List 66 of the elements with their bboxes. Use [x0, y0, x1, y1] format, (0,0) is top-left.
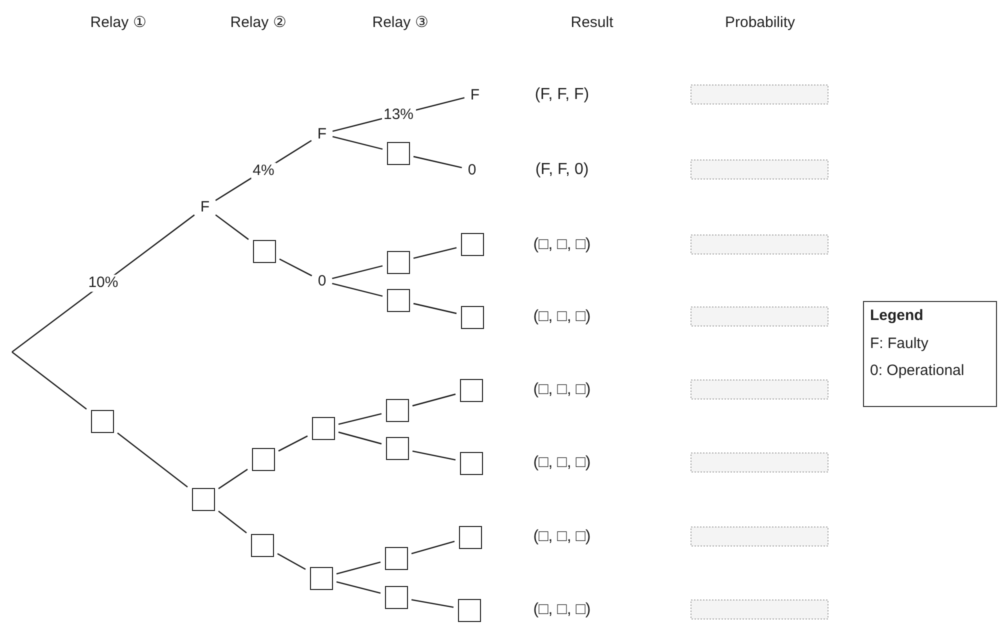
answer-box: [90, 410, 114, 432]
answer-box: [460, 378, 482, 402]
answer-box: [252, 240, 276, 262]
legend-title: Legend: [870, 308, 924, 324]
branch-line: [413, 302, 457, 314]
branch-line: [413, 247, 457, 259]
answer-box: [458, 526, 482, 548]
branch-line: [117, 432, 188, 488]
branch-line: [336, 562, 381, 574]
branch-line: [277, 553, 306, 570]
branch-line: [278, 435, 308, 452]
branch-label: F: [468, 86, 482, 104]
branch-line: [218, 510, 247, 534]
legend-entry: F: Faulty: [870, 336, 930, 352]
branch-label: 0: [316, 272, 328, 290]
answer-box: [250, 534, 274, 556]
result-tuple: (□, □, □): [533, 454, 591, 472]
result-tuple: (□, □, □): [533, 381, 591, 399]
column-header: Result: [570, 14, 614, 32]
answer-box: [386, 250, 410, 274]
answer-box: [386, 436, 408, 460]
branch-line: [12, 214, 195, 353]
answer-box: [460, 452, 482, 474]
column-header: Probability: [724, 14, 796, 32]
result-tuple: (□, □, □): [533, 236, 591, 254]
result-tuple: (□, □, □): [533, 308, 591, 326]
column-header: Relay ①: [90, 14, 146, 32]
branch-line: [413, 156, 462, 168]
result-tuple: (□, □, □): [533, 601, 591, 619]
branch-label: 0: [466, 162, 478, 178]
answer-box: [386, 398, 408, 422]
answer-box: [386, 288, 410, 312]
branch-line: [215, 214, 249, 240]
branch-line: [332, 265, 383, 280]
branch-line: [412, 394, 456, 406]
branch-line: [332, 282, 383, 297]
answer-box: [460, 232, 484, 256]
branch-line: [218, 468, 248, 490]
column-header: Relay ③: [372, 14, 428, 32]
result-tuple: (F, F, F): [534, 86, 590, 104]
branch-line: [338, 413, 382, 425]
branch-label: F: [315, 126, 329, 142]
branch-line: [12, 351, 87, 410]
branch-line: [411, 599, 454, 608]
result-tuple: (F, F, 0): [535, 161, 589, 179]
branch-line: [279, 258, 312, 276]
branch-line: [338, 432, 382, 444]
branch-line: [412, 450, 456, 460]
edge-label: 4%: [250, 162, 276, 179]
answer-box: [458, 598, 480, 622]
column-header: Relay ②: [230, 14, 286, 32]
answer-box: [460, 306, 484, 328]
answer-box: [386, 142, 410, 164]
answer-box: [312, 416, 334, 440]
answer-box: [192, 488, 214, 510]
answer-box: [310, 566, 332, 590]
branch-label: F: [198, 198, 212, 216]
legend-entry: 0: Operational: [870, 363, 966, 380]
branch-line: [411, 540, 455, 554]
result-tuple: (□, □, □): [533, 528, 591, 546]
branch-line: [332, 136, 383, 150]
answer-box: [384, 546, 408, 570]
answer-box: [252, 448, 274, 470]
branch-line: [336, 581, 381, 594]
edge-label: 10%: [86, 275, 120, 292]
answer-box: [384, 586, 408, 608]
